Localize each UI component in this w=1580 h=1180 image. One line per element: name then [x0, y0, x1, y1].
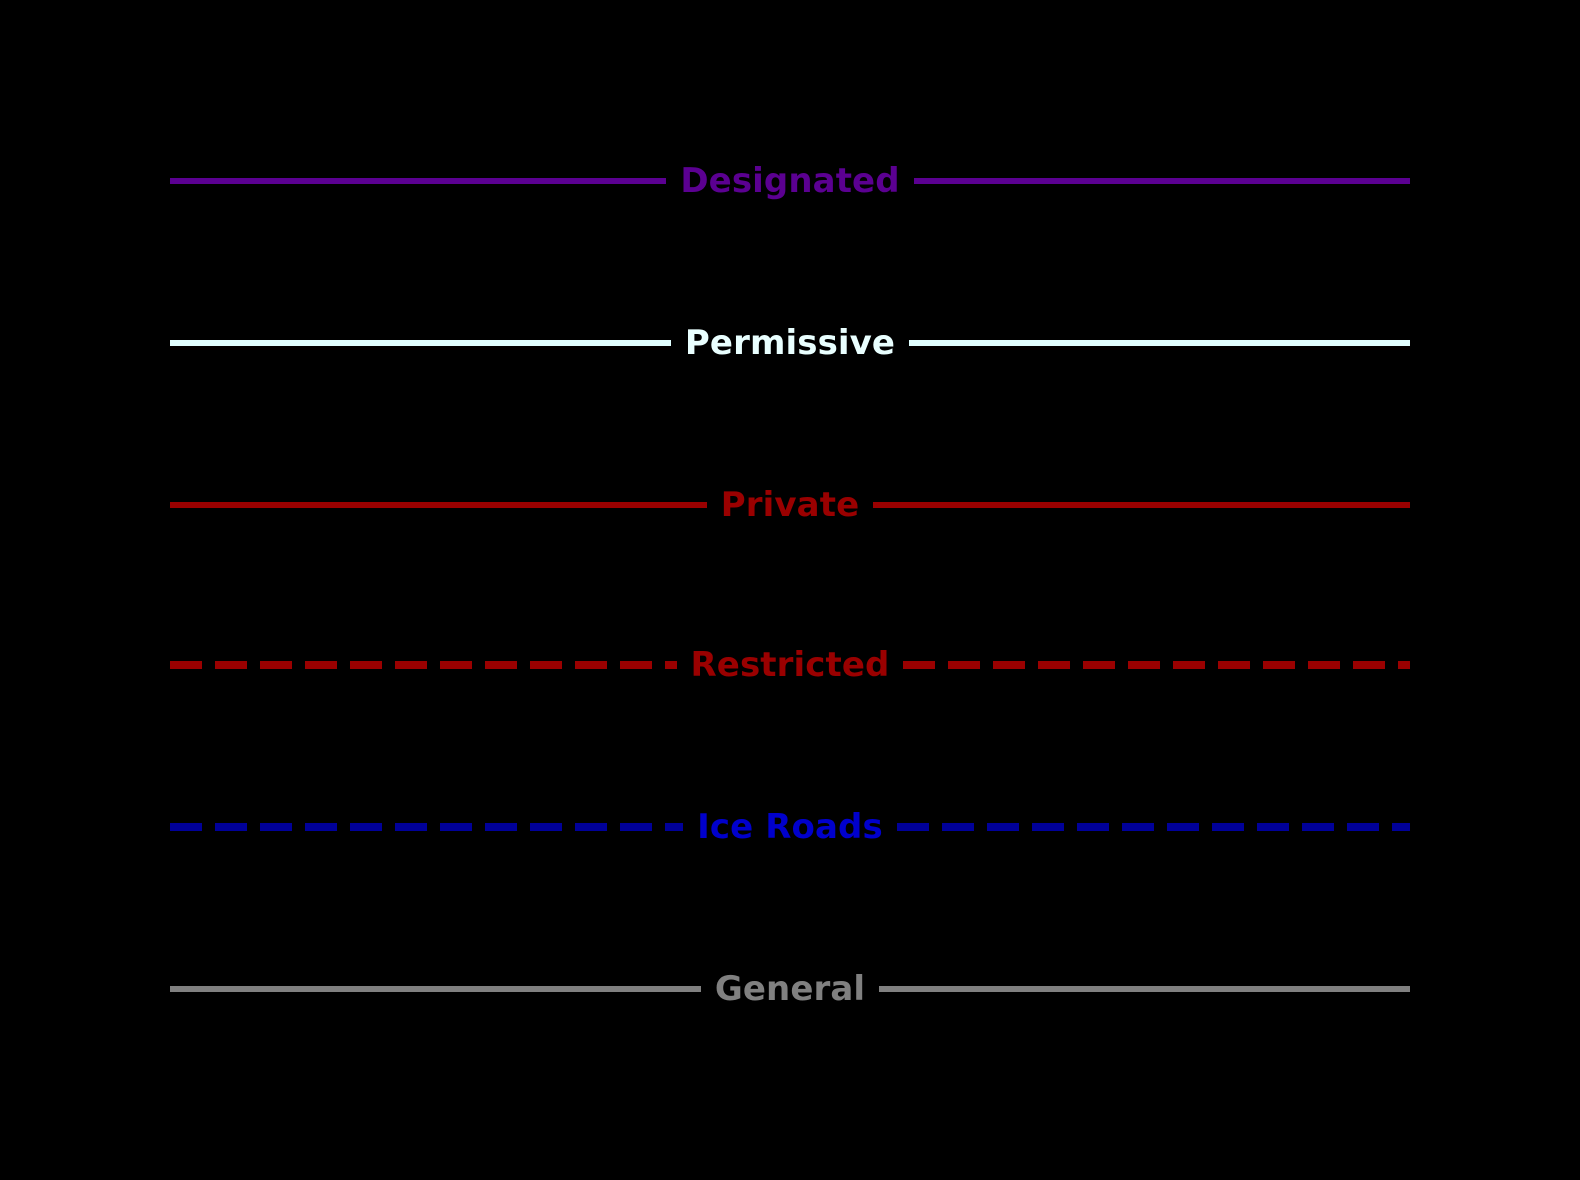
legend-row-general: General — [170, 959, 1410, 1019]
legend-row-private: Private — [170, 475, 1410, 535]
legend-label-designated: Designated — [680, 161, 900, 201]
legend-label-ice-roads: Ice Roads — [697, 807, 883, 847]
legend-label-private: Private — [720, 485, 860, 525]
legend-label-general: General — [714, 969, 866, 1009]
legend-row-designated: Designated — [170, 151, 1410, 211]
legend-row-permissive: Permissive — [170, 313, 1410, 373]
legend-row-restricted: Restricted — [170, 635, 1410, 695]
legend-row-ice-roads: Ice Roads — [170, 797, 1410, 857]
legend-label-restricted: Restricted — [690, 645, 890, 685]
legend-label-permissive: Permissive — [684, 323, 896, 363]
